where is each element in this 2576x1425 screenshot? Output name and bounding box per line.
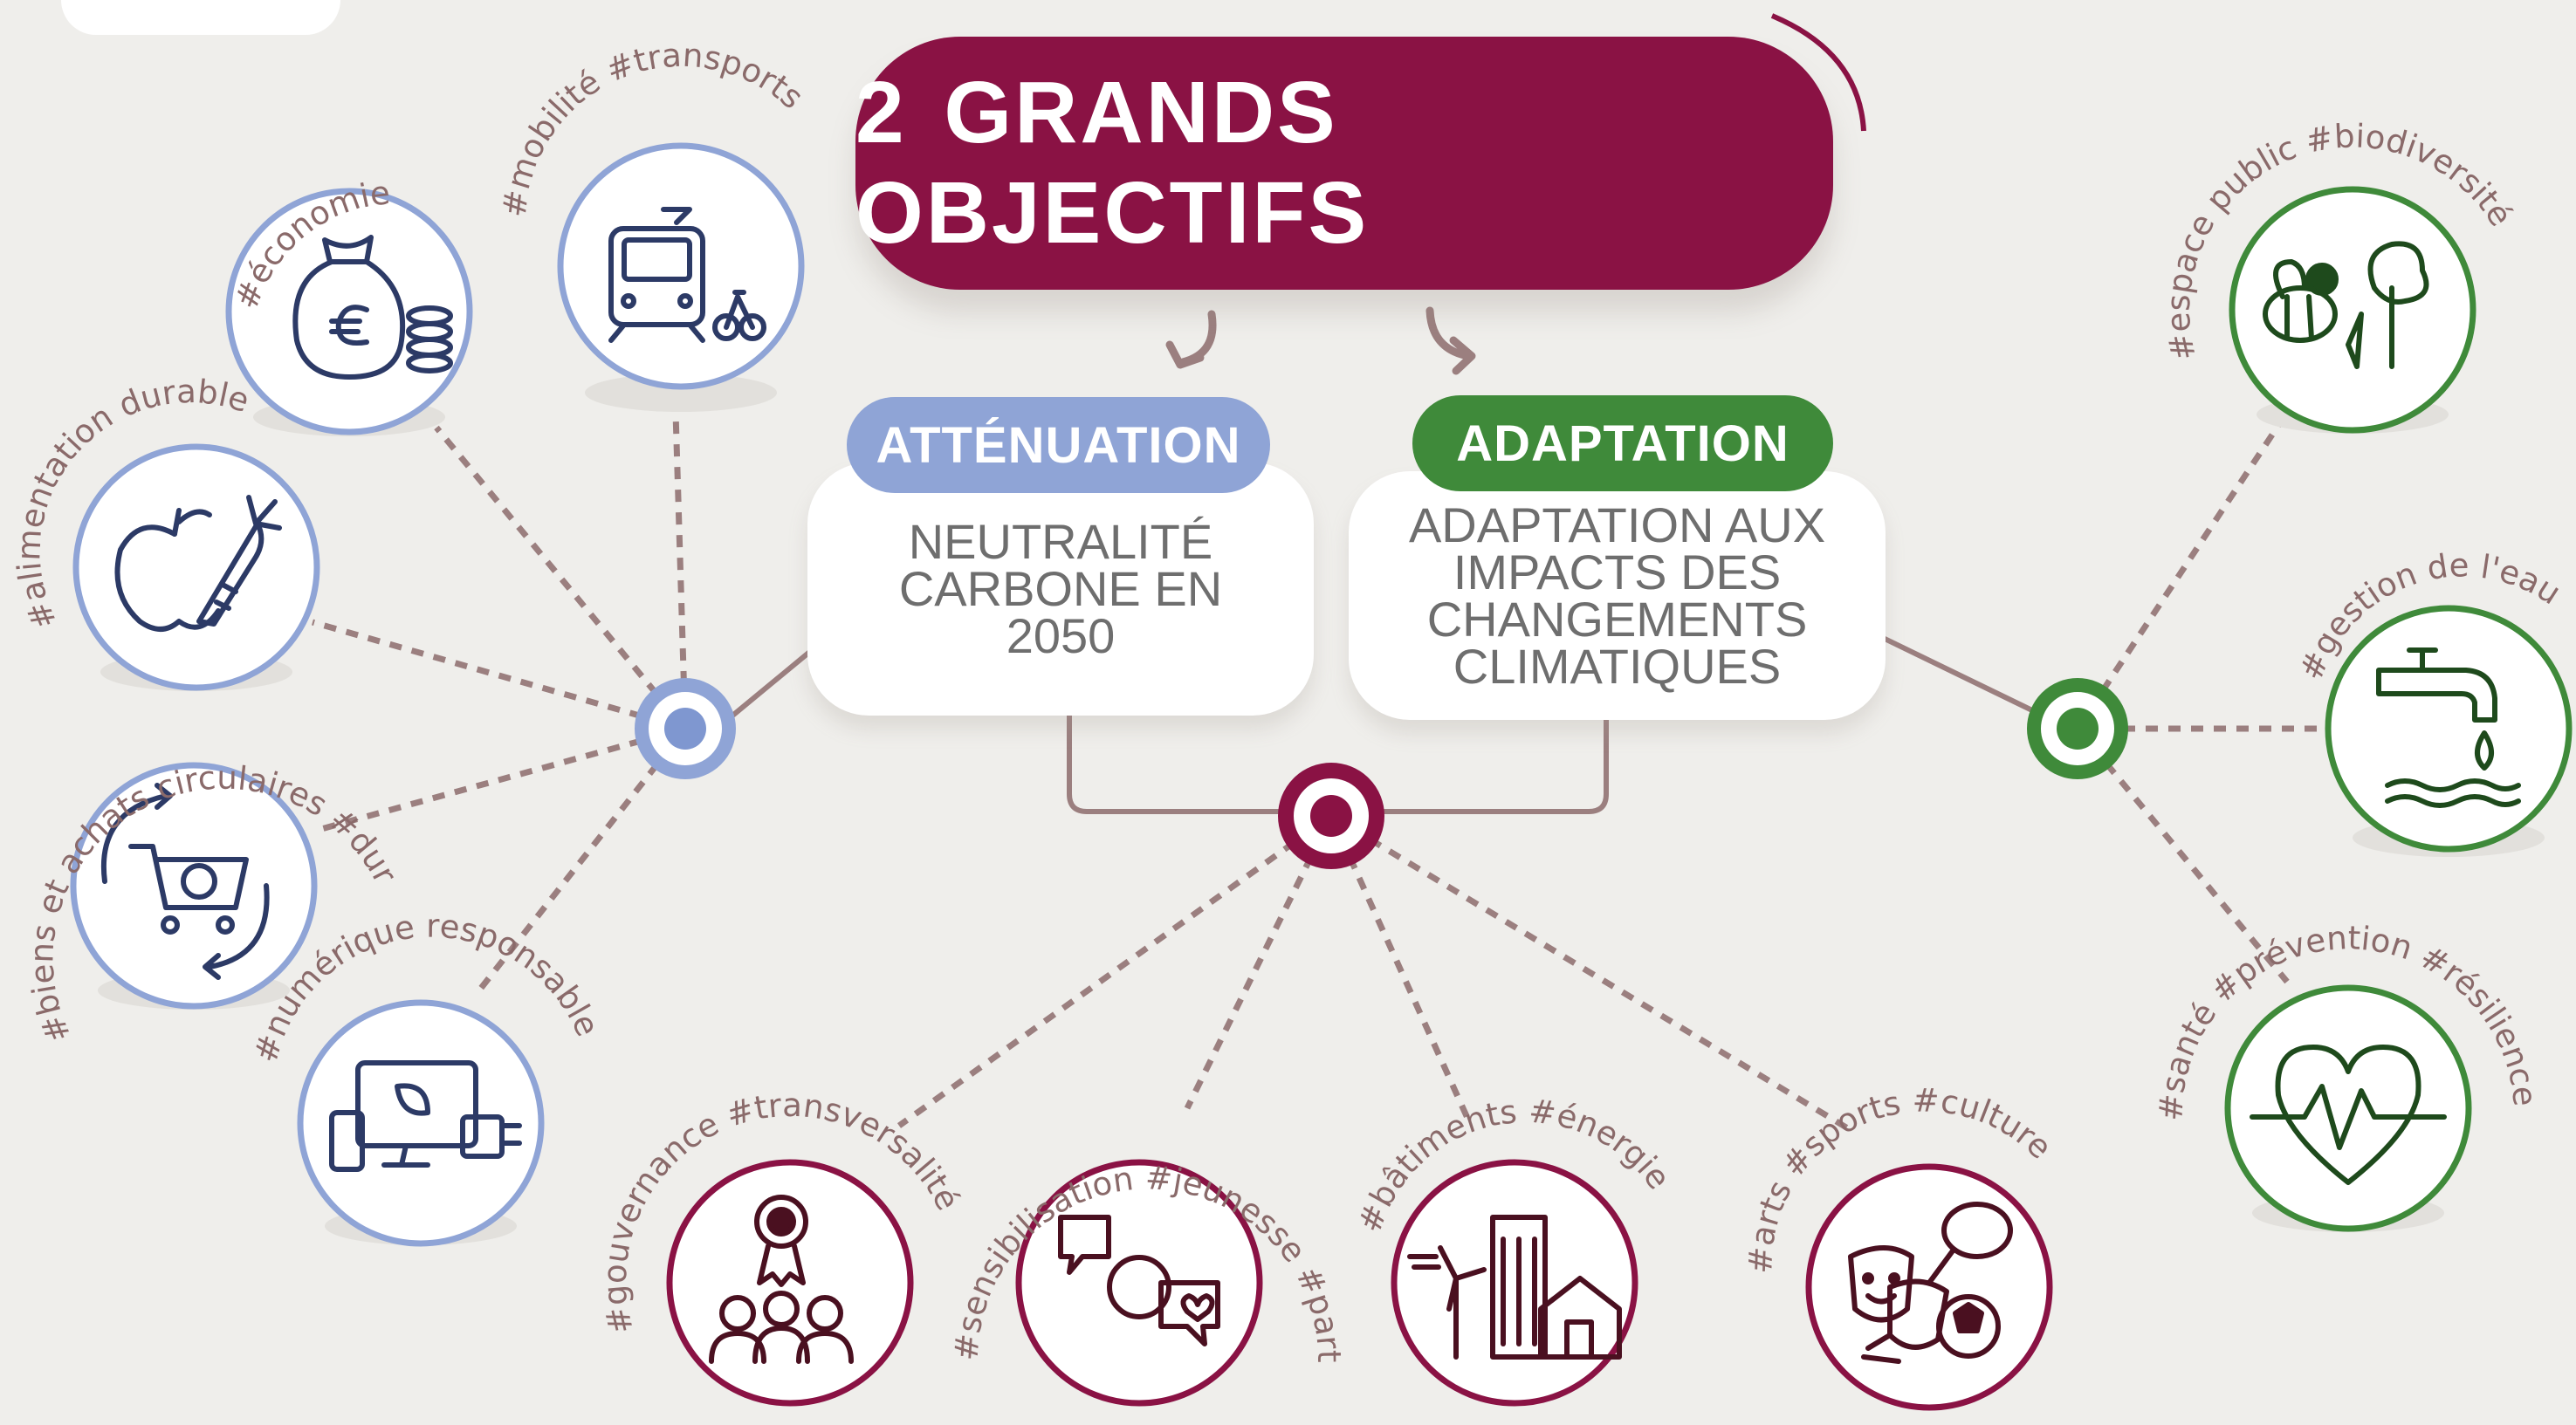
attenuation-label: ATTÉNUATION [847, 397, 1270, 493]
theme-numerique: #numérique responsable [247, 908, 607, 1247]
theme-economie: #économie [225, 174, 473, 436]
computer-devices-icon [329, 1060, 522, 1172]
apple-carrot-icon [114, 495, 282, 632]
buildings-wind-turbine-icon [1407, 1215, 1622, 1360]
attenuation-line: 2050 [1006, 608, 1116, 663]
right-hub [2027, 678, 2128, 779]
arrow-left-head [1165, 340, 1205, 369]
right-spokes [2075, 417, 2331, 984]
theme-mobilite: #mobilité #transports [496, 37, 811, 412]
adaptation-line: ADAPTATION AUX [1408, 497, 1826, 552]
main-title: 2 GRANDS OBJECTIFS [855, 64, 1370, 262]
main-title-banner: 2 GRANDS OBJECTIFS [855, 37, 1833, 290]
speech-bubbles-globe-icon [1058, 1215, 1220, 1346]
theme-gouvernance: #gouvernance #transversalité [596, 1086, 967, 1407]
theme-arts: #arts #sports #culture [1741, 1082, 2059, 1411]
bottom-spokes [896, 813, 1852, 1133]
left-spokes [312, 383, 689, 997]
adaptation-card: ADAPTATION AUX IMPACTS DES CHANGEMENTS C… [1349, 471, 1886, 720]
theme-gestion-eau: #gestion de l'eau [2292, 546, 2573, 857]
theme-espace-public: #espace public #biodiversité [2160, 117, 2519, 434]
medal-people-icon [709, 1195, 854, 1364]
money-bag-euro-icon [292, 235, 453, 380]
arrow-right-head [1449, 336, 1476, 375]
water-tap-icon [2376, 647, 2521, 808]
logo-badge [61, 0, 340, 35]
theatre-masks-sports-icon [1848, 1202, 2013, 1364]
attenuation-line: CARBONE EN [898, 561, 1223, 616]
recycling-cart-icon [100, 783, 270, 980]
theme-batiments: #bâtiments #énergie [1350, 1093, 1678, 1407]
center-hub [1278, 763, 1384, 869]
adaptation-line: CHANGEMENTS [1426, 591, 1808, 647]
attenuation-line: NEUTRALITÉ [908, 514, 1213, 569]
adaptation-label: ADAPTATION [1412, 395, 1833, 491]
heart-pulse-icon [2250, 1045, 2447, 1185]
left-hub [635, 678, 736, 779]
connector-right-hub [1879, 634, 2036, 714]
title-decoration-arc [1770, 13, 1866, 132]
adaptation-line: CLIMATIQUES [1453, 638, 1782, 694]
arrow-to-adaptation-icon [1425, 306, 1473, 360]
adaptation-line: IMPACTS DES [1453, 544, 1782, 599]
tram-bicycle-icon [608, 207, 766, 343]
attenuation-card: NEUTRALITÉ CARBONE EN 2050 [807, 462, 1314, 716]
bee-trees-icon [2263, 241, 2429, 369]
theme-sante: #santé #prévention #résilience [2152, 919, 2544, 1232]
